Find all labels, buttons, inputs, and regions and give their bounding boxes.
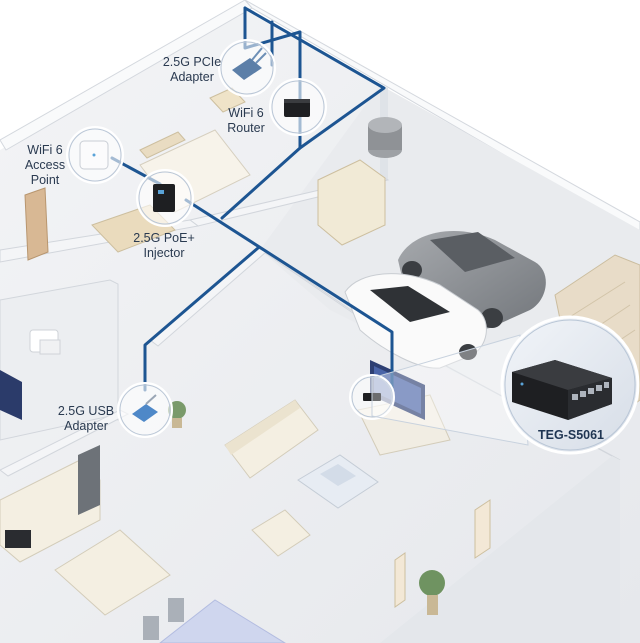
access-point-bubble <box>66 126 124 184</box>
pcie-card-icon <box>232 47 267 80</box>
cable-usb <box>143 246 260 392</box>
side-tv <box>0 370 22 420</box>
usb-adapter-label-line2: Adapter <box>64 419 108 433</box>
living-sofa <box>224 399 319 479</box>
chair <box>143 616 159 640</box>
poe-injector-label: 2.5G PoE+ Injector <box>124 231 204 261</box>
dining-table <box>159 599 286 643</box>
poe-injector-label-line2: Injector <box>143 246 185 260</box>
usb-adapter-label: 2.5G USB Adapter <box>50 404 122 434</box>
switch-model-label: TEG-S5061 <box>538 428 605 442</box>
access-point-label-line2: Access <box>24 158 66 172</box>
router-bubble <box>269 78 327 136</box>
garage-cabinet <box>317 159 386 246</box>
white-car <box>344 273 487 369</box>
network-switch-icon <box>512 360 612 420</box>
dining-counter <box>54 529 171 616</box>
cable-injector-to-switch <box>184 198 394 392</box>
access-point-icon <box>79 140 109 170</box>
switch-callout <box>500 315 640 455</box>
router-label-line1: WiFi 6 <box>228 106 264 120</box>
pcie-adapter-label: 2.5G PCIe Adapter <box>147 55 237 85</box>
poe-injector-icon <box>153 184 175 212</box>
cable-router-to-switch <box>220 6 302 220</box>
router-label: WiFi 6 Router <box>214 106 278 136</box>
poe-injector-label-line1: 2.5G PoE+ <box>133 231 195 245</box>
pcie-adapter-bubble <box>218 39 276 97</box>
usb-adapter-bubble <box>117 382 173 438</box>
window <box>474 499 491 559</box>
room-door <box>24 187 49 261</box>
cable-roof-loop <box>243 6 386 150</box>
router-icon <box>284 99 310 117</box>
pcie-adapter-label-line1: 2.5G PCIe <box>162 55 222 69</box>
access-point-label-line3: Point <box>30 173 60 187</box>
stove <box>5 530 31 548</box>
switch-callout-connector <box>371 334 529 446</box>
wall-bathroom <box>0 279 119 441</box>
fridge <box>78 445 100 515</box>
armchair <box>251 509 311 557</box>
usb-adapter-icon <box>132 394 158 422</box>
wall-south-east <box>380 456 620 643</box>
router-label-line2: Router <box>227 121 265 135</box>
usb-adapter-label-line1: 2.5G USB <box>57 404 115 418</box>
access-point-label: WiFi 6 Access Point <box>18 143 72 188</box>
pcie-adapter-label-line2: Adapter <box>170 70 214 84</box>
access-point-label-line1: WiFi 6 <box>27 143 63 157</box>
poe-injector-bubble <box>136 169 194 227</box>
